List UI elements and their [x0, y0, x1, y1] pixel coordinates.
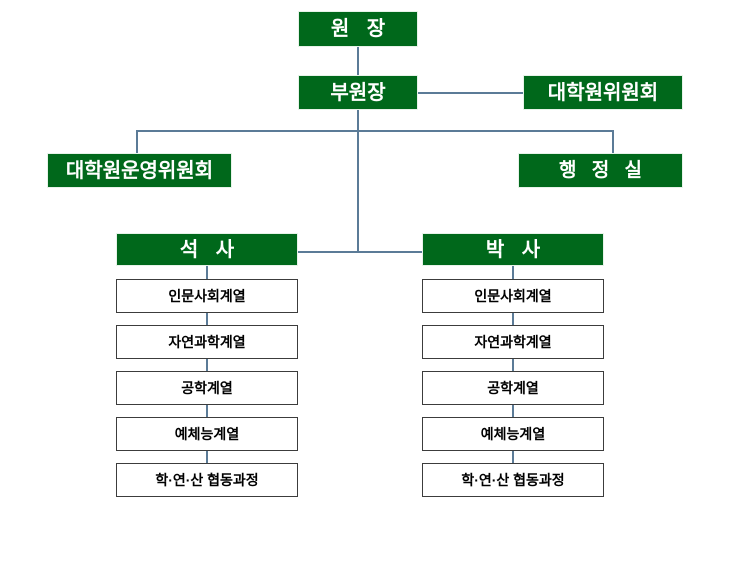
- connector-masters-stub-4: [206, 405, 208, 418]
- doctoral-program-1[interactable]: 인문사회계열: [422, 279, 604, 313]
- connector-doctoral-stub-2: [512, 313, 514, 326]
- connector-doctoral-stub-5: [512, 451, 514, 464]
- doctoral-program-4[interactable]: 예체능계열: [422, 417, 604, 451]
- doctoral-program-5[interactable]: 학·연·산 협동과정: [422, 463, 604, 497]
- node-masters[interactable]: 석 사: [116, 233, 298, 266]
- connector-doctoral-stub-1: [512, 265, 514, 279]
- connector-doctoral-stub-4: [512, 405, 514, 418]
- connector-drop-steering-committee: [136, 130, 138, 154]
- masters-program-5[interactable]: 학·연·산 협동과정: [116, 463, 298, 497]
- connector-vice-trunk: [357, 110, 359, 252]
- node-graduate-committee[interactable]: 대학원위원회: [523, 75, 683, 110]
- connector-vice-to-graduate-committee: [418, 92, 524, 94]
- masters-program-2[interactable]: 자연과학계열: [116, 325, 298, 359]
- masters-program-1[interactable]: 인문사회계열: [116, 279, 298, 313]
- masters-program-4[interactable]: 예체능계열: [116, 417, 298, 451]
- node-doctoral[interactable]: 박 사: [422, 233, 604, 266]
- connector-masters-stub-2: [206, 313, 208, 326]
- connector-doctoral-stub-3: [512, 359, 514, 372]
- node-vice-director[interactable]: 부원장: [298, 75, 418, 110]
- doctoral-program-3[interactable]: 공학계열: [422, 371, 604, 405]
- connector-masters-doctoral: [298, 251, 423, 253]
- connector-bus-level3: [136, 130, 614, 132]
- node-director[interactable]: 원 장: [298, 11, 418, 47]
- connector-masters-stub-3: [206, 359, 208, 372]
- node-steering-committee[interactable]: 대학원운영위원회: [47, 153, 232, 188]
- node-administrative-office[interactable]: 행 정 실: [518, 153, 683, 188]
- connector-drop-admin-office: [612, 130, 614, 154]
- connector-director-to-vice: [357, 47, 359, 75]
- doctoral-program-2[interactable]: 자연과학계열: [422, 325, 604, 359]
- connector-masters-stub-5: [206, 451, 208, 464]
- connector-masters-stub-1: [206, 265, 208, 279]
- masters-program-3[interactable]: 공학계열: [116, 371, 298, 405]
